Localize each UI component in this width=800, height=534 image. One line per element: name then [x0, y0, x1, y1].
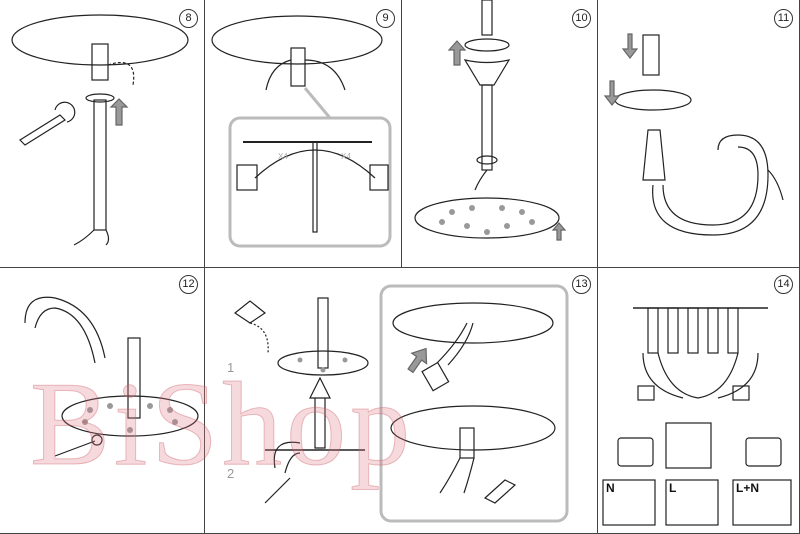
- count-label-left: X4: [278, 152, 288, 161]
- step-11-panel: 11: [598, 0, 800, 268]
- step-number: 13: [572, 275, 591, 294]
- step-8-panel: 8: [0, 0, 205, 268]
- wiring-label-l-plus-n: L+N: [736, 481, 760, 495]
- step-11-drawing: [603, 33, 784, 236]
- step-12-panel: 12: [0, 268, 205, 534]
- step-14-panel: N L L+N 14: [598, 268, 800, 534]
- step-number: 14: [774, 275, 793, 294]
- step-number: 8: [179, 9, 198, 28]
- wiring-label-l: L: [669, 481, 677, 495]
- step-13-drawing: [233, 284, 569, 523]
- count-label-right: X4: [341, 152, 351, 161]
- step-14-drawing: [602, 307, 792, 526]
- step-number: 11: [774, 9, 793, 28]
- step-8-drawing: [11, 14, 189, 246]
- step-number: 10: [572, 9, 591, 28]
- step-number: 12: [179, 275, 198, 294]
- wiring-label-n: N: [606, 481, 615, 495]
- substep-2-label: 2: [227, 466, 235, 481]
- substep-1-label: 1: [227, 360, 235, 375]
- step-number: 9: [376, 9, 395, 28]
- step-9-drawing: [211, 15, 392, 248]
- step-9-panel: X4 X4 9: [205, 0, 402, 268]
- step-10-drawing: [414, 0, 567, 241]
- step-12-drawing: [24, 296, 199, 457]
- step-13-panel: 1 2 13: [205, 268, 598, 534]
- step-10-panel: 10: [402, 0, 598, 268]
